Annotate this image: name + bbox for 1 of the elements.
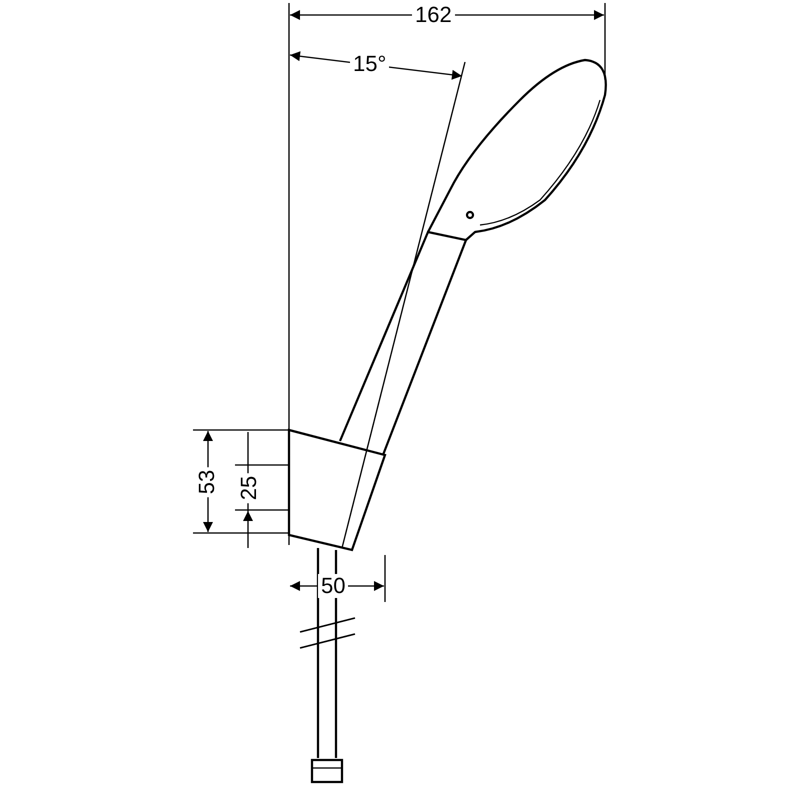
dimension-label: 50 — [318, 574, 348, 598]
